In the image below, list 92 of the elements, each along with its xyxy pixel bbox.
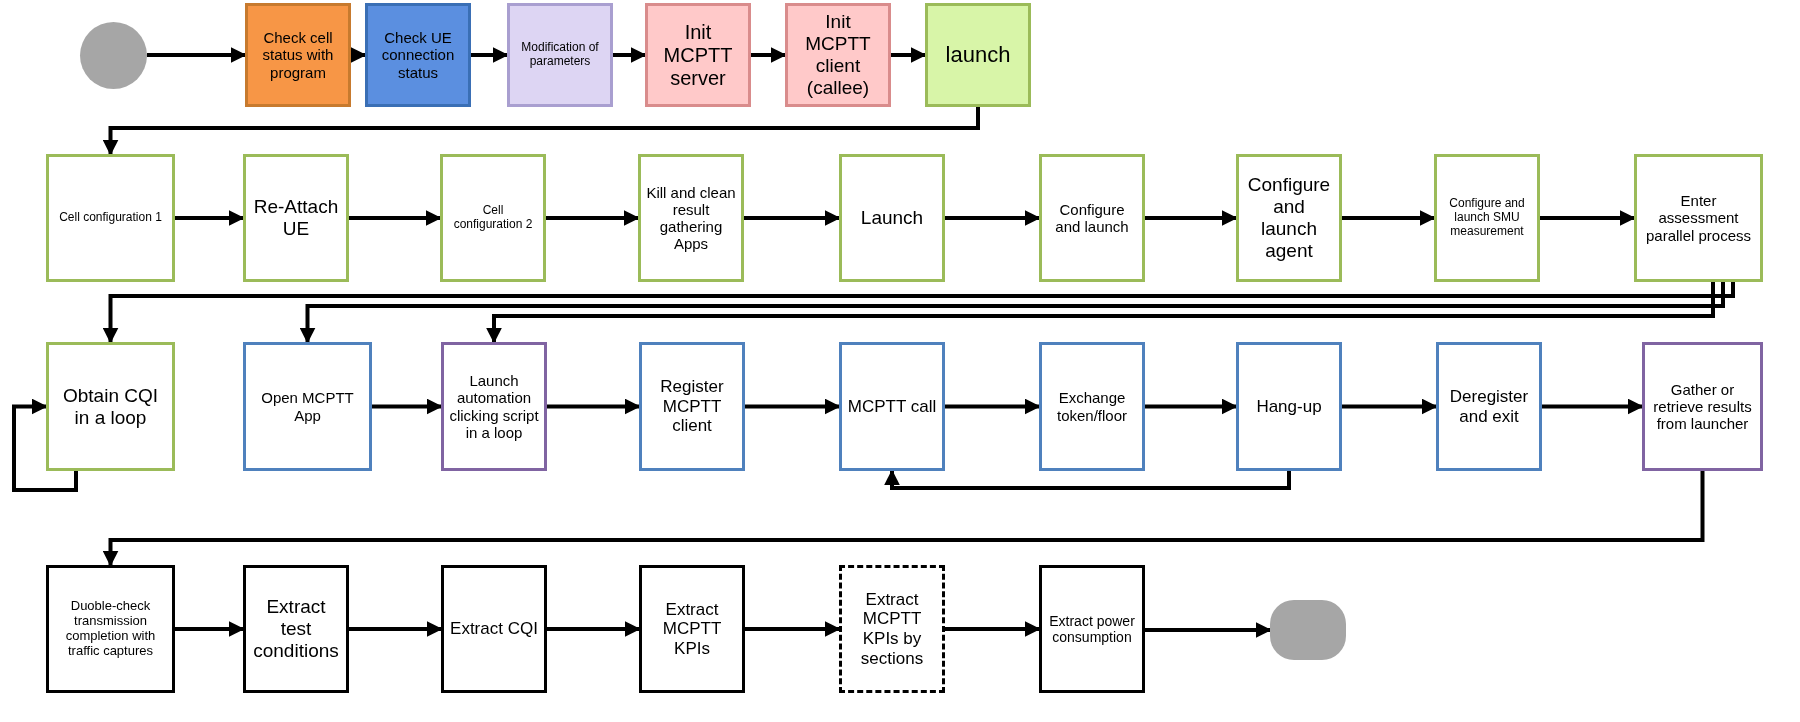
box-label: Extract CQI <box>450 619 538 639</box>
arrow <box>613 47 647 63</box>
box-label: Duoble-check transmission completion with traffic captures <box>64 599 157 659</box>
arrow <box>945 621 1041 637</box>
arrow <box>1342 398 1438 415</box>
process-box <box>1634 154 1763 282</box>
arrow <box>745 398 841 415</box>
box-label: Check UE connection status <box>380 29 456 81</box>
process-box <box>1039 154 1145 282</box>
box-label: Init MCPTT client (callee) <box>804 11 872 99</box>
box-label: Gather or retrieve results from launcher <box>1652 380 1753 433</box>
process-box <box>1436 342 1542 471</box>
arrow <box>175 210 245 226</box>
process-box <box>440 154 546 282</box>
box-label: launch <box>945 42 1011 68</box>
process-box <box>839 154 945 282</box>
process-box <box>1039 565 1145 693</box>
arrow <box>102 107 980 156</box>
arrow <box>884 469 1291 490</box>
box-label: Configure and launch SMU measurement <box>1448 197 1526 239</box>
arrow <box>12 398 78 492</box>
arrow <box>945 210 1041 226</box>
box-label: Launch automation clicking script in a loop <box>448 372 540 441</box>
box-label: Exchange token/floor <box>1055 389 1128 424</box>
arrow <box>1145 210 1238 226</box>
box-label: Cell configuration 2 <box>452 204 534 232</box>
process-box <box>639 565 745 693</box>
arrow <box>945 398 1041 415</box>
box-label: Re-Attach UE <box>252 196 340 240</box>
box-label: Configure and launch agent <box>1246 174 1332 262</box>
process-box <box>507 3 613 107</box>
process-box <box>839 342 945 471</box>
arrow <box>547 398 641 415</box>
arrow <box>1145 622 1272 638</box>
box-label: Extract MCPTT KPIs <box>661 599 723 659</box>
process-box <box>243 565 349 693</box>
process-box <box>441 342 547 471</box>
process-box <box>245 3 351 107</box>
box-label: Init MCPTT server <box>662 20 734 90</box>
process-box <box>1434 154 1540 282</box>
box-label: Extract test conditions <box>252 596 340 662</box>
arrow <box>350 47 367 63</box>
process-box <box>638 154 744 282</box>
process-box <box>785 3 891 107</box>
arrow <box>1145 398 1238 415</box>
process-box <box>46 565 175 693</box>
box-label: Open MCPTT App <box>260 389 355 424</box>
box-label: Modification of parameters <box>520 41 600 69</box>
process-box <box>243 154 349 282</box>
process-box <box>243 342 372 471</box>
arrow <box>891 47 927 63</box>
box-label: Extract MCPTT KPIs by sections <box>859 589 925 669</box>
process-box <box>46 154 175 282</box>
arrow <box>349 210 442 226</box>
arrow <box>1540 210 1636 226</box>
box-label: Deregister and exit <box>1448 386 1530 427</box>
arrow <box>102 471 1705 567</box>
arrow <box>147 47 247 63</box>
end-terminal <box>1270 600 1346 660</box>
process-box <box>925 3 1031 107</box>
box-label: Launch <box>860 207 924 229</box>
arrow <box>547 621 641 637</box>
process-box <box>839 565 945 693</box>
arrow <box>349 621 443 637</box>
box-label: Extract power consumption <box>1048 612 1136 646</box>
process-box <box>46 342 175 471</box>
arrow <box>1542 398 1644 415</box>
box-label: Check cell status with program <box>261 29 335 81</box>
box-label: Kill and clean result gathering Apps <box>645 183 737 253</box>
arrow <box>745 621 841 637</box>
arrow <box>744 210 841 226</box>
box-label: Hang-up <box>1256 396 1322 417</box>
process-box <box>441 565 547 693</box>
arrow <box>372 398 443 415</box>
arrow <box>175 621 245 637</box>
box-label: Enter assessment parallel process <box>1644 192 1753 244</box>
process-box <box>645 3 751 107</box>
process-box <box>1642 342 1763 471</box>
box-label: Configure and launch <box>1054 200 1130 236</box>
process-box <box>639 342 745 471</box>
process-box <box>1236 154 1342 282</box>
arrow <box>1342 210 1436 226</box>
box-label: Obtain CQI in a loop <box>61 384 159 429</box>
arrow <box>546 210 640 226</box>
box-label: Cell configuration 1 <box>59 211 162 225</box>
process-box <box>365 3 471 107</box>
box-label: MCPTT call <box>847 396 937 417</box>
arrow <box>751 47 787 63</box>
box-label: Register MCPTT client <box>659 377 725 436</box>
process-box <box>1236 342 1342 471</box>
arrow <box>471 47 509 63</box>
process-box <box>1039 342 1145 471</box>
